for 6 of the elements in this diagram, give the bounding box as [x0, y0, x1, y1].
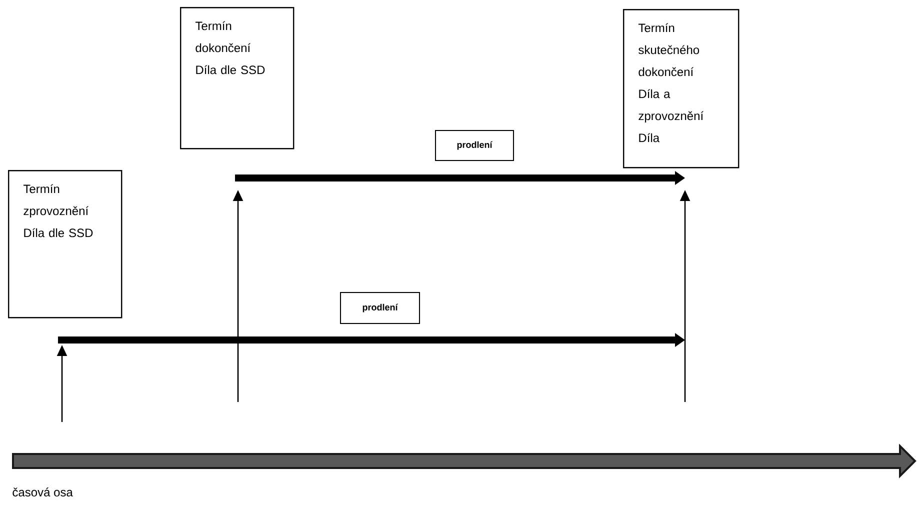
delay-box: prodlení — [435, 130, 514, 161]
delay-box: prodlení — [340, 292, 420, 324]
axis-label: časová osa — [12, 488, 73, 496]
event-box: Termín zprovoznění Díla dle SSD — [8, 170, 122, 318]
event-box: Termín dokončení Díla dle SSD — [180, 7, 294, 150]
event-box: Termín skutečného dokončení Díla a zprovoznění Díla — [623, 9, 740, 168]
